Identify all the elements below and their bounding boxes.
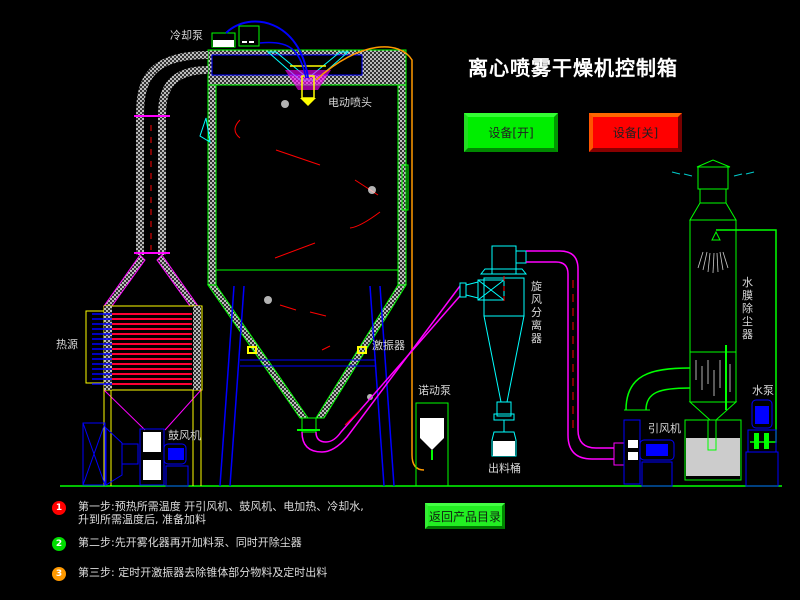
blower (82, 422, 189, 487)
label-electric-nozzle: 电动喷头 (328, 96, 372, 109)
peristaltic-pump (415, 402, 449, 487)
heat-source (85, 305, 203, 486)
step-1-text: 第一步:预热所需温度 开引风机、鼓风机、电加热、冷却水, 升到所需温度后, 准备… (78, 500, 364, 526)
drying-tower (199, 49, 409, 487)
induced-fan (613, 367, 691, 487)
label-induced-fan: 引风机 (648, 422, 681, 435)
return-catalog-button[interactable]: 返回产品目录 (425, 503, 505, 529)
hot-air-duct (103, 51, 209, 307)
step-2-text: 第二步:先开雾化器再开加料泵、同时开除尘器 (78, 536, 302, 549)
step-3-text: 第三步: 定时开激振器去除锥体部分物料及定时出料 (78, 566, 328, 579)
label-water-film-dust-collector: 水膜除尘器 (742, 276, 753, 341)
label-vibrator: 激振器 (372, 339, 405, 352)
step-1-line1: 第一步:预热所需温度 开引风机、鼓风机、电加热、冷却水, (78, 500, 364, 513)
step-2: 2 第二步:先开雾化器再开加料泵、同时开除尘器 (52, 536, 302, 551)
cooling-pump (211, 20, 309, 79)
label-heat-source: 热源 (56, 338, 78, 351)
device-on-button[interactable]: 设备[开] (464, 113, 558, 152)
heater-tubes (92, 313, 192, 385)
water-pump (745, 399, 779, 487)
tower-to-cyclone-duct (301, 285, 461, 453)
step-3: 3 第三步: 定时开激振器去除锥体部分物料及定时出料 (52, 566, 327, 581)
step-2-badge: 2 (52, 537, 66, 551)
page-title: 离心喷雾干燥机控制箱 (468, 56, 678, 80)
label-cyclone-separator: 旋风分离器 (531, 280, 542, 345)
device-off-button[interactable]: 设备[关] (589, 113, 682, 152)
step-1: 1 第一步:预热所需温度 开引风机、鼓风机、电加热、冷却水, 升到所需温度后, … (52, 500, 364, 526)
cyclone-separator (459, 245, 528, 457)
label-water-pump: 水泵 (752, 384, 774, 397)
label-blower: 鼓风机 (168, 429, 201, 442)
electric-nozzle (266, 51, 350, 106)
cyclone-to-fan-duct (526, 250, 614, 460)
water-film-dust-collector (671, 159, 777, 481)
label-cooling-pump: 冷却泵 (170, 29, 203, 42)
label-peristaltic-pump: 诺动泵 (418, 384, 451, 397)
step-1-badge: 1 (52, 501, 66, 515)
label-discharge-bucket: 出料桶 (488, 462, 521, 475)
step-1-line2: 升到所需温度后, 准备加料 (78, 513, 206, 526)
step-3-badge: 3 (52, 567, 66, 581)
